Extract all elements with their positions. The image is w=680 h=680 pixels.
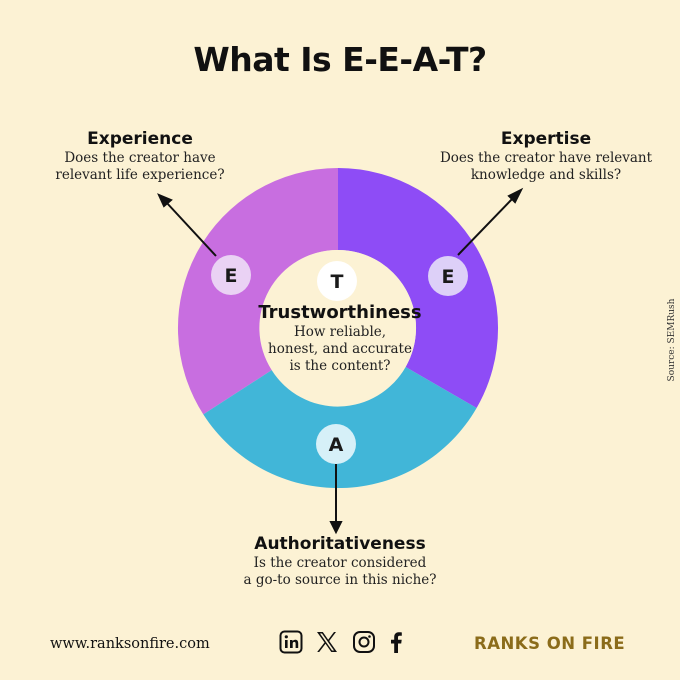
experience-letter: E [225, 265, 238, 287]
page-title: What Is E-E-A-T? [193, 40, 487, 79]
trustworthiness-label: Trustworthiness How reliable, honest, an… [240, 302, 440, 375]
expertise-segment [338, 168, 499, 408]
expertise-badge [428, 256, 468, 296]
expertise-arrowhead [507, 187, 524, 204]
expertise-label: Expertise Does the creator have relevant… [436, 128, 656, 184]
instagram-icon[interactable] [352, 630, 376, 654]
linkedin-icon[interactable] [279, 630, 303, 654]
facebook-icon[interactable] [386, 630, 406, 654]
authoritativeness-label: Authoritativeness Is the creator conside… [218, 533, 462, 589]
experience-title: Experience [87, 129, 193, 149]
experience-arrow [165, 201, 217, 257]
trustworthiness-badge [317, 261, 357, 301]
authoritativeness-letter: A [329, 434, 344, 456]
website-link[interactable]: www.ranksonfire.com [50, 636, 210, 652]
expertise-letter: E [442, 266, 455, 288]
trustworthiness-center [260, 250, 416, 406]
experience-badge [211, 255, 251, 295]
expertise-title: Expertise [500, 129, 592, 149]
source-credit: Source: SEMRush [667, 298, 677, 382]
authoritativeness-title: Authoritativeness [254, 534, 426, 554]
trustworthiness-letter: T [331, 271, 344, 293]
expertise-desc-line2: knowledge and skills? [470, 167, 622, 183]
authoritativeness-desc-line2: a go-to source in this niche? [243, 572, 437, 588]
expertise-arrow [457, 196, 515, 256]
experience-label: Experience Does the creator have relevan… [40, 128, 240, 184]
expertise-desc-line1: Does the creator have relevant [439, 150, 653, 166]
x-icon[interactable] [315, 630, 339, 654]
authoritativeness-arrowhead [329, 521, 343, 535]
authoritativeness-badge [316, 424, 356, 464]
trustworthiness-title: Trustworthiness [258, 302, 422, 323]
trustworthiness-desc-line3: is the content? [289, 358, 391, 374]
authoritativeness-desc-line1: Is the creator considered [253, 555, 427, 571]
experience-arrowhead [157, 193, 173, 208]
experience-desc-line1: Does the creator have [64, 150, 216, 166]
experience-segment [177, 168, 338, 415]
brand-logo: RANKS ON FIRE [474, 634, 626, 653]
trustworthiness-desc-line1: How reliable, [293, 324, 387, 340]
experience-desc-line2: relevant life experience? [55, 167, 225, 183]
trustworthiness-desc-line2: honest, and accurate [268, 341, 412, 357]
